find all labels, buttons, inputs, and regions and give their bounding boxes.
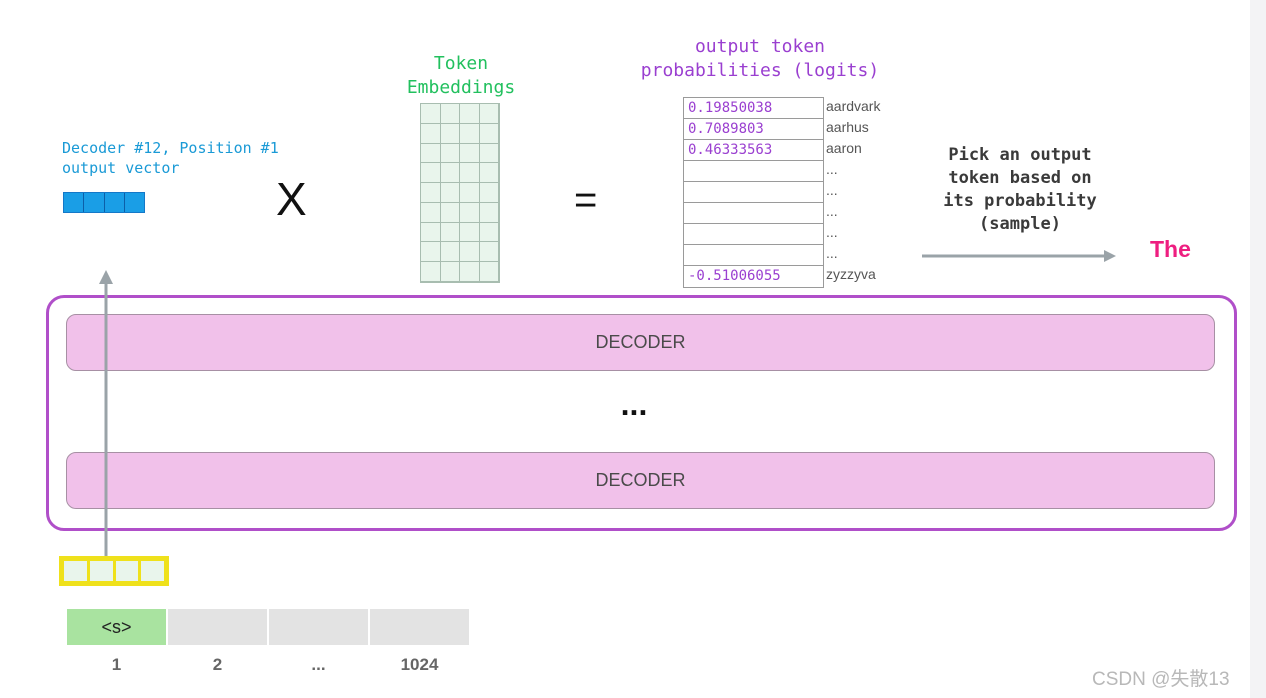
- embeddings-cell: [479, 123, 499, 144]
- embeddings-cell: [460, 104, 480, 124]
- input-token-slot: [269, 609, 368, 645]
- embeddings-cell: [421, 104, 441, 124]
- sample-arrow: [922, 250, 1116, 262]
- output-vector-cell: [124, 193, 144, 212]
- embeddings-cell: [460, 222, 480, 243]
- decoder-stack: [46, 295, 1237, 531]
- sampling-instruction: Pick an output token based on its probab…: [943, 145, 1097, 234]
- embeddings-title: Token Embeddings: [406, 53, 516, 98]
- input-vector-cell: [141, 561, 164, 581]
- input-token-slot: [168, 609, 267, 645]
- output-vector-cell: [104, 193, 125, 212]
- embeddings-cell: [479, 202, 499, 223]
- embeddings-cell: [440, 262, 460, 282]
- embeddings-cell: [440, 143, 460, 164]
- input-vector: [59, 556, 169, 586]
- embeddings-cell: [460, 143, 480, 164]
- position-number: 1: [111, 655, 122, 674]
- vocab-token: ...: [826, 182, 838, 198]
- logits-title: output token probabilities (logits): [640, 36, 880, 81]
- embeddings-cell: [421, 143, 441, 164]
- embeddings-cell: [479, 104, 499, 124]
- logit-value: 0.7089803: [684, 119, 823, 140]
- logit-value: 0.46333563: [684, 140, 823, 161]
- vocab-token: ...: [826, 224, 838, 240]
- embeddings-cell: [460, 202, 480, 223]
- vocab-token: zyzzyva: [826, 266, 876, 282]
- embeddings-cell: [421, 123, 441, 144]
- embeddings-cell: [479, 163, 499, 184]
- input-vector-cell: [115, 561, 139, 581]
- decoder-stack-ellipsis: ...: [620, 386, 648, 422]
- vocab-token: aaron: [826, 140, 862, 156]
- embeddings-cell: [460, 183, 480, 203]
- input-sequence: <s>: [67, 609, 469, 645]
- embeddings-cell: [460, 163, 480, 184]
- vocab-token: aarhus: [826, 119, 869, 135]
- logit-value: 0.19850038: [684, 98, 823, 119]
- embeddings-cell: [421, 183, 441, 203]
- vocab-token: ...: [826, 203, 838, 219]
- logit-value: [684, 182, 823, 203]
- decoder-block-top: DECODER: [66, 314, 1215, 371]
- embeddings-cell: [460, 242, 480, 263]
- multiply-symbol: X: [276, 173, 307, 225]
- embeddings-cell: [440, 123, 460, 144]
- position-number: ...: [311, 655, 326, 674]
- embeddings-cell: [460, 262, 480, 282]
- embeddings-cell: [440, 242, 460, 263]
- flow-arrow: [99, 270, 113, 556]
- input-token-slot: [370, 609, 469, 645]
- embeddings-matrix: [420, 103, 500, 283]
- equals-symbol: =: [574, 178, 598, 222]
- vocab-token: ...: [826, 161, 838, 177]
- sample-arrow-head: [1104, 250, 1116, 262]
- embeddings-cell: [440, 222, 460, 243]
- decoder-block-bottom: DECODER: [66, 452, 1215, 509]
- vocab-token: ...: [826, 245, 838, 261]
- embeddings-cell: [440, 202, 460, 223]
- embeddings-cell: [421, 242, 441, 263]
- logit-value: [684, 245, 823, 266]
- logit-value: [684, 224, 823, 245]
- flow-arrow-head: [99, 270, 113, 284]
- embeddings-cell: [421, 222, 441, 243]
- logits-table: 0.19850038 0.7089803 0.46333563 -0.51006…: [683, 97, 824, 288]
- embeddings-cell: [479, 262, 499, 282]
- embeddings-cell: [421, 202, 441, 223]
- input-token-start: <s>: [67, 609, 166, 645]
- vocab-token-list: aardvark aarhus aaron ... ... ... ... ..…: [826, 97, 916, 286]
- vocab-token: aardvark: [826, 98, 881, 114]
- position-numbers: 1 2 ... 1024: [67, 655, 469, 675]
- input-vector-cell: [89, 561, 113, 581]
- watermark: CSDN @失散13: [1092, 669, 1230, 690]
- right-edge-strip: [1250, 0, 1266, 698]
- logit-value: [684, 203, 823, 224]
- embeddings-cell: [440, 163, 460, 184]
- embeddings-cell: [421, 163, 441, 184]
- embeddings-cell: [479, 242, 499, 263]
- output-vector-cell: [64, 193, 85, 212]
- position-number: 1024: [400, 655, 439, 674]
- output-vector-cell: [84, 193, 105, 212]
- embeddings-cell: [479, 222, 499, 243]
- embeddings-cell: [479, 183, 499, 203]
- output-vector: [63, 192, 145, 213]
- logit-value: [684, 161, 823, 182]
- embeddings-cell: [460, 123, 480, 144]
- decoder-output-label: Decoder #12, Position #1 output vector: [62, 139, 279, 177]
- embeddings-cell: [479, 143, 499, 164]
- embeddings-cell: [440, 104, 460, 124]
- position-number: 2: [212, 655, 223, 674]
- input-vector-cell: [64, 561, 87, 581]
- embeddings-cell: [440, 183, 460, 203]
- logit-value: -0.51006055: [688, 268, 781, 284]
- output-token-word: The: [1150, 236, 1191, 262]
- embeddings-cell: [421, 262, 441, 282]
